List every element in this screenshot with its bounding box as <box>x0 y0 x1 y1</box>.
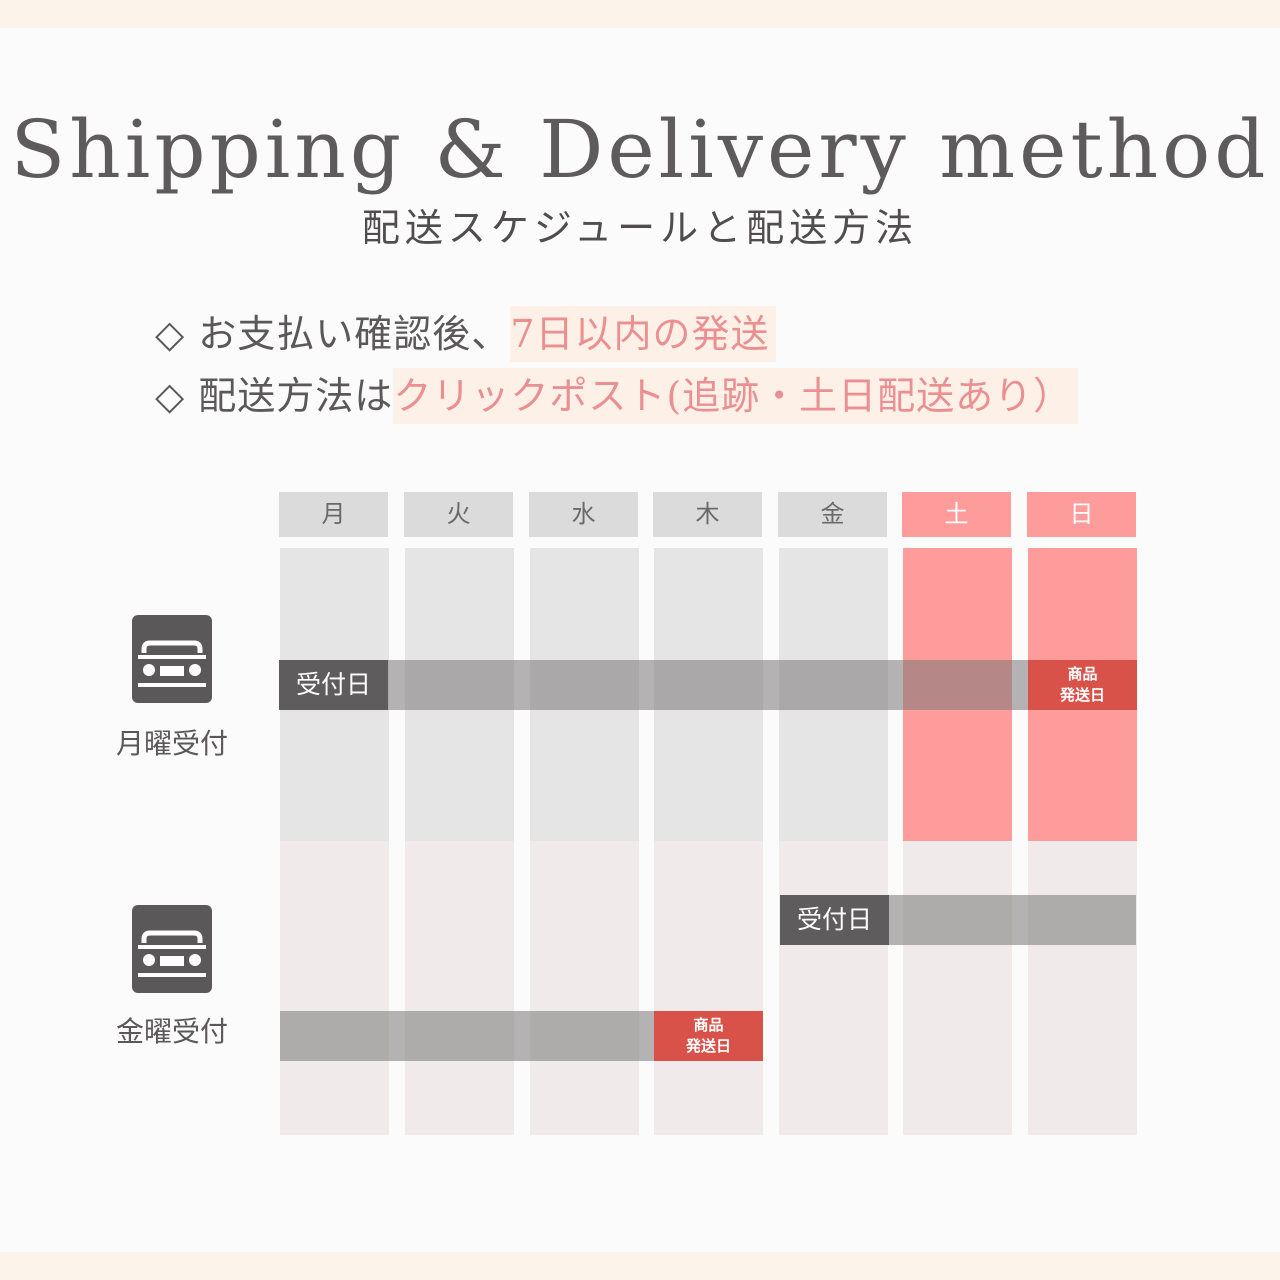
fri-week-col-thu <box>654 841 763 1135</box>
monday-ship-tag-line2: 発送日 <box>1059 686 1105 704</box>
day-header-sun: 日 <box>1027 492 1136 537</box>
day-header-tue: 火 <box>404 492 513 537</box>
monday-timeline-bar <box>279 660 1137 710</box>
day-header-mon: 月 <box>279 492 388 537</box>
payment-note: ◇ お支払い確認後、7日以内の発送 <box>155 306 776 362</box>
bottom-band <box>0 1252 1280 1280</box>
fri-week-col-tue <box>405 841 514 1135</box>
friday-ship-tag-line2: 発送日 <box>685 1037 731 1055</box>
friday-ship-tag: 商品発送日 <box>654 1011 763 1061</box>
monday-ship-tag: 商品発送日 <box>1028 660 1137 710</box>
day-header-wed: 水 <box>529 492 638 537</box>
shipping-method-note-text: ◇ 配送方法は <box>155 374 394 418</box>
friday-accept-label: 金曜受付 <box>115 1015 228 1048</box>
friday-ship-tag-line1: 商品 <box>693 1016 724 1034</box>
day-header-thu: 木 <box>653 492 762 537</box>
truck-icon <box>132 905 212 993</box>
shipping-method-note: ◇ 配送方法はクリックポスト(追跡・土日配送あり） <box>155 368 1079 424</box>
fri-week-col-mon <box>280 841 389 1135</box>
monday-ship-tag-line1: 商品 <box>1067 665 1098 683</box>
monday-accept-label: 月曜受付 <box>115 727 228 760</box>
fri-week-col-sun <box>1028 841 1137 1135</box>
fri-week-col-wed <box>530 841 639 1135</box>
friday-accept-tag: 受付日 <box>780 895 889 945</box>
page-title: Shipping & Delivery method <box>10 103 1270 196</box>
monday-accept-tag: 受付日 <box>279 660 388 710</box>
shipping-method-note-highlight: クリックポスト(追跡・土日配送あり） <box>393 368 1079 424</box>
truck-icon <box>132 615 212 703</box>
day-header-sat: 土 <box>902 492 1011 537</box>
fri-week-col-sat <box>903 841 1012 1135</box>
page-subtitle: 配送スケジュールと配送方法 <box>361 206 919 250</box>
top-band <box>0 0 1280 28</box>
payment-note-highlight: 7日以内の発送 <box>510 306 776 362</box>
payment-note-text: ◇ お支払い確認後、 <box>155 312 511 356</box>
fri-week-col-fri <box>779 841 888 1135</box>
day-header-fri: 金 <box>778 492 887 537</box>
